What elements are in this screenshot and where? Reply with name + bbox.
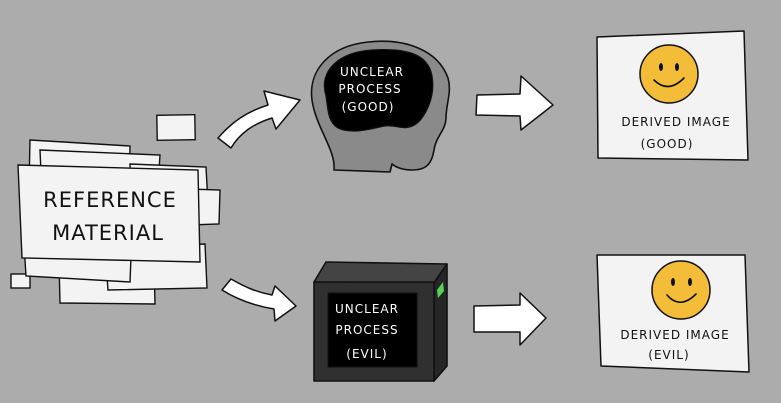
derived-image-good-frame <box>596 30 749 161</box>
paper-scrap-tiny <box>10 273 31 289</box>
reference-label-line1: REFERENCE <box>43 188 177 212</box>
box-process-line2: PROCESS <box>335 323 398 337</box>
reference-label-line2: MATERIAL <box>52 221 164 245</box>
paper-sheet <box>17 164 201 263</box>
head-silhouette <box>310 40 451 173</box>
derived-evil-line1: DERIVED IMAGE <box>620 328 729 342</box>
led-indicator <box>437 282 444 298</box>
reference-material-pile <box>10 113 221 305</box>
derived-evil-line2: (EVIL) <box>648 348 689 362</box>
brain-process-line3: (GOOD) <box>342 100 395 114</box>
smiley-face-icon <box>639 44 699 104</box>
brain-process-line1: UNCLEAR <box>340 65 404 79</box>
brain-process-line2: PROCESS <box>338 82 401 96</box>
box-top <box>313 261 448 284</box>
smiley-face-icon <box>651 260 711 320</box>
thought-screen <box>323 48 434 132</box>
block-arrow-upper <box>475 75 554 131</box>
derived-image-evil-frame <box>596 254 750 373</box>
box-screen <box>327 292 418 368</box>
derived-good-line1: DERIVED IMAGE <box>621 115 730 129</box>
derived-good-line2: (GOOD) <box>641 137 694 151</box>
curved-arrow-down <box>221 278 297 322</box>
paper-scrap-small <box>156 113 196 142</box>
black-box <box>313 261 448 382</box>
box-process-line3: (EVIL) <box>346 347 387 361</box>
box-side <box>433 263 448 382</box>
box-process-line1: UNCLEAR <box>335 302 399 316</box>
block-arrow-lower <box>473 292 547 346</box>
curved-arrow-up <box>217 90 301 149</box>
